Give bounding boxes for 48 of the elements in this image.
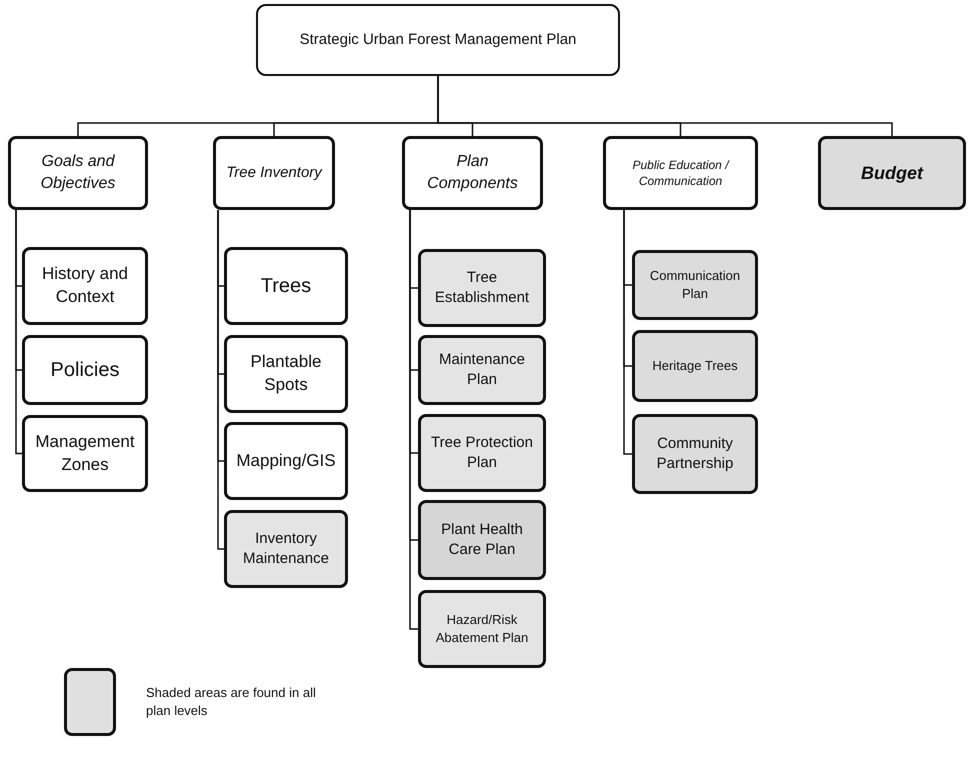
plan-box	[418, 500, 546, 580]
connector-line	[217, 210, 224, 550]
plan-box	[224, 510, 348, 588]
plan-box	[213, 136, 335, 210]
plan-box	[224, 247, 348, 325]
plan-box	[632, 250, 758, 320]
plan-box	[632, 330, 758, 402]
box-label: Mapping/GIS	[236, 450, 336, 472]
legend-text: Shaded areas are found in all plan levels	[146, 684, 316, 720]
plan-box	[418, 249, 546, 327]
box-label: Tree Inventory	[226, 162, 322, 183]
box-label: Plant Health Care Plan	[440, 520, 524, 560]
box-label: Inventory Maintenance	[242, 528, 330, 569]
box-label: Management Zones	[34, 430, 136, 476]
box-label: Policies	[50, 358, 120, 382]
connector-line	[409, 210, 418, 630]
plan-box	[22, 335, 148, 405]
plan-box	[418, 335, 546, 405]
plan-box	[22, 415, 148, 492]
plan-box	[402, 136, 543, 210]
box-label: Tree Protection Plan	[430, 432, 534, 473]
box-label: Hazard/Risk Abatement Plan	[434, 611, 530, 647]
plan-box	[8, 136, 148, 210]
plan-box	[632, 414, 758, 494]
box-label: Tree Establishment	[434, 268, 530, 308]
box-label: Plan Components	[426, 152, 519, 194]
plan-box	[418, 414, 546, 492]
plan-box	[603, 136, 758, 210]
box-label: Maintenance Plan	[438, 350, 526, 390]
box-label: Heritage Trees	[652, 357, 738, 375]
box-label: Goals and Objectives	[40, 152, 116, 194]
box-label: History and Context	[41, 263, 129, 308]
plan-box	[224, 422, 348, 500]
box-label: Plantable Spots	[250, 351, 322, 396]
box-label: Trees	[260, 274, 312, 298]
plan-box	[818, 136, 966, 210]
plan-box	[224, 335, 348, 413]
connector-line	[437, 76, 893, 136]
box-label: Budget	[861, 162, 923, 185]
connector-line	[15, 210, 22, 454]
root-box	[256, 4, 620, 76]
box-label: Public Education / Communication	[631, 156, 730, 190]
box-label: Strategic Urban Forest Management Plan	[300, 30, 576, 50]
box-label: Community Partnership	[656, 434, 734, 474]
plan-box	[418, 590, 546, 668]
plan-box	[22, 247, 148, 325]
box-label: Communication Plan	[648, 267, 742, 303]
connector-line	[623, 210, 632, 455]
